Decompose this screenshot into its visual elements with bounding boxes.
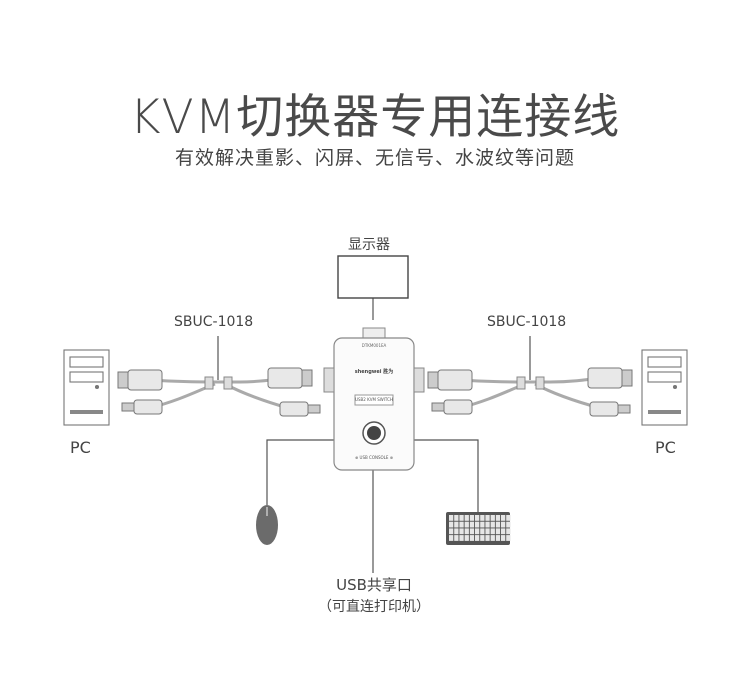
pc-left-label: PC — [70, 438, 91, 457]
keyboard-key — [464, 515, 469, 521]
keyboard-key — [475, 521, 480, 528]
keyboard-key — [490, 528, 495, 535]
usb-share-label: USB共享口 — [336, 576, 412, 594]
keyboard-key — [480, 521, 485, 528]
monitor-label: 显示器 — [348, 237, 390, 253]
keyboard-key — [459, 521, 464, 528]
page-subtitle: 有效解决重影、闪屏、无信号、水波纹等问题 — [174, 147, 575, 169]
pc-tower-icon — [641, 349, 688, 426]
pc-tower-icon — [63, 349, 110, 426]
keyboard-key — [449, 535, 454, 541]
keyboard-key — [495, 521, 501, 528]
keyboard-key — [506, 528, 511, 535]
keyboard-key — [495, 528, 501, 535]
keyboard-key — [454, 535, 459, 541]
keyboard-key — [490, 535, 495, 541]
keyboard-key — [459, 528, 464, 535]
keyboard-key — [480, 515, 485, 521]
keyboard-key — [454, 521, 459, 528]
keyboard-key — [495, 515, 501, 521]
keyboard-key — [469, 521, 475, 528]
switch-bottom-text: ⊕ USB CONSOLE ⊕ — [354, 455, 394, 460]
cable-right — [459, 376, 601, 410]
mouse-line — [266, 439, 334, 505]
keyboard-key — [469, 528, 475, 535]
keyboard-key — [454, 528, 459, 535]
usb-share-note: （可直连打印机） — [318, 599, 430, 615]
keyboard-key — [501, 515, 506, 521]
keyboard-key — [464, 535, 469, 541]
monitor-icon — [337, 255, 409, 299]
keyboard-key — [485, 515, 490, 521]
cable-left-label: SBUC-1018 — [174, 314, 254, 330]
vga-connector-icon — [427, 367, 633, 391]
keyboard-key — [485, 528, 490, 535]
connector-lines — [217, 295, 531, 573]
keyboard-key — [449, 521, 454, 528]
cable-right-label: SBUC-1018 — [487, 314, 567, 330]
keyboard-key — [469, 535, 475, 541]
keyboard-key — [469, 515, 475, 521]
switch-plate-text: USB2 KVM SWITCH — [355, 397, 393, 402]
keyboard-key — [464, 528, 469, 535]
keyboard-key — [480, 535, 485, 541]
keyboard-key — [454, 515, 459, 521]
keyboard-key — [449, 515, 454, 521]
keyboard-key — [506, 515, 511, 521]
usb-connector-icon — [431, 399, 631, 417]
usb-connector-icon — [121, 399, 321, 417]
keyboard-key — [501, 528, 506, 535]
keyboard-key — [485, 521, 490, 528]
keyboard-key — [459, 535, 464, 541]
keyboard-key — [475, 515, 480, 521]
kvm-switch-icon — [323, 327, 425, 471]
keyboard-key — [475, 535, 480, 541]
keyboard-line — [413, 439, 479, 512]
keyboard-key — [475, 528, 480, 535]
cable-left — [149, 376, 289, 410]
keyboard-key — [490, 521, 495, 528]
keyboard-icon — [446, 512, 511, 545]
keyboard-key — [485, 535, 490, 541]
vga-connector-icon — [117, 367, 313, 391]
pc-right-label: PC — [655, 438, 676, 457]
switch-model-text: DTKM001EA — [361, 343, 387, 348]
keyboard-key — [490, 515, 495, 521]
page-title: KVM切换器专用连接线 — [129, 90, 621, 145]
keyboard-key — [449, 528, 454, 535]
keyboard-key — [501, 521, 506, 528]
keyboard-key — [501, 535, 506, 541]
mouse-icon — [256, 505, 278, 545]
keyboard-key — [464, 521, 469, 528]
keyboard-key — [480, 528, 485, 535]
keyboard-key — [506, 535, 511, 541]
keyboard-key — [506, 521, 511, 528]
switch-brand-text: shengwei 胜为 — [354, 369, 394, 375]
keyboard-key — [459, 515, 464, 521]
keyboard-key — [495, 535, 501, 541]
